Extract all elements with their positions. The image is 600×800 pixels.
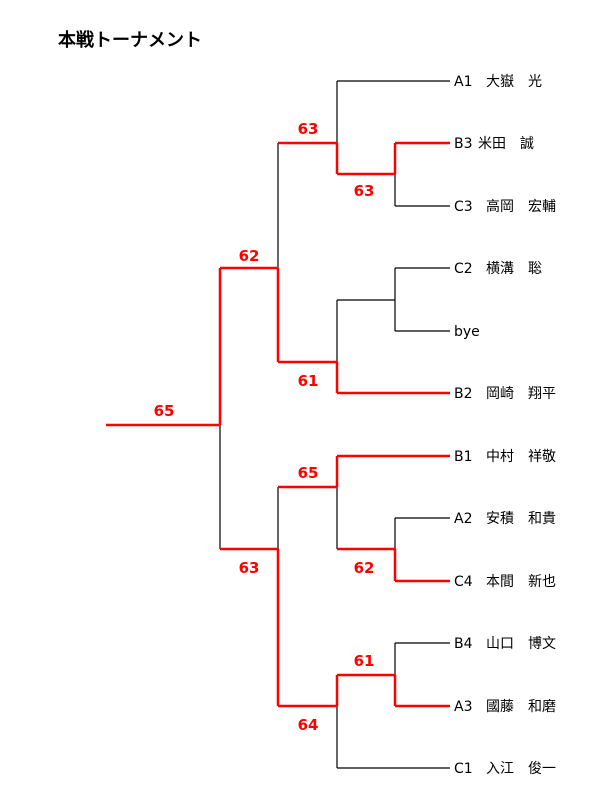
tournament-title: 本戦トーナメント bbox=[58, 30, 202, 51]
player-name: 山口 博文 bbox=[486, 635, 556, 652]
match-score: 63 bbox=[354, 182, 375, 200]
match-score: 65 bbox=[298, 464, 319, 482]
player-seed: A2 bbox=[454, 511, 472, 527]
match-score: 65 bbox=[154, 402, 175, 420]
player-seed: C1 bbox=[454, 761, 473, 777]
player-seed: A3 bbox=[454, 699, 472, 715]
player-seed: C4 bbox=[454, 574, 473, 590]
match-score: 61 bbox=[354, 652, 375, 670]
player-name: 横溝 聡 bbox=[486, 261, 542, 277]
player-seed: B4 bbox=[454, 636, 473, 652]
player-name: 中村 祥敬 bbox=[486, 449, 556, 465]
player-seed: B1 bbox=[454, 449, 473, 465]
player-name: 高岡 宏輔 bbox=[486, 198, 556, 215]
player-name: bye bbox=[454, 324, 480, 340]
player-seed: C2 bbox=[454, 261, 473, 277]
player-name: 岡崎 翔平 bbox=[486, 386, 556, 402]
player-seed: B3 bbox=[454, 136, 473, 152]
player-name: 安積 和貴 bbox=[486, 511, 556, 527]
player-name: 米田 誠 bbox=[478, 136, 534, 152]
player-name: 本間 新也 bbox=[486, 574, 556, 590]
match-score: 64 bbox=[298, 716, 319, 734]
player-name: 國藤 和磨 bbox=[486, 699, 556, 715]
player-name: 大嶽 光 bbox=[486, 74, 542, 90]
player-seed: C3 bbox=[454, 199, 473, 215]
player-name: 入江 俊一 bbox=[486, 761, 556, 777]
match-score: 61 bbox=[298, 372, 319, 390]
match-score: 63 bbox=[298, 120, 319, 138]
match-score: 63 bbox=[239, 559, 260, 577]
match-score: 62 bbox=[239, 247, 260, 265]
player-seed: B2 bbox=[454, 386, 473, 402]
player-seed: A1 bbox=[454, 74, 472, 90]
match-score: 62 bbox=[354, 559, 375, 577]
